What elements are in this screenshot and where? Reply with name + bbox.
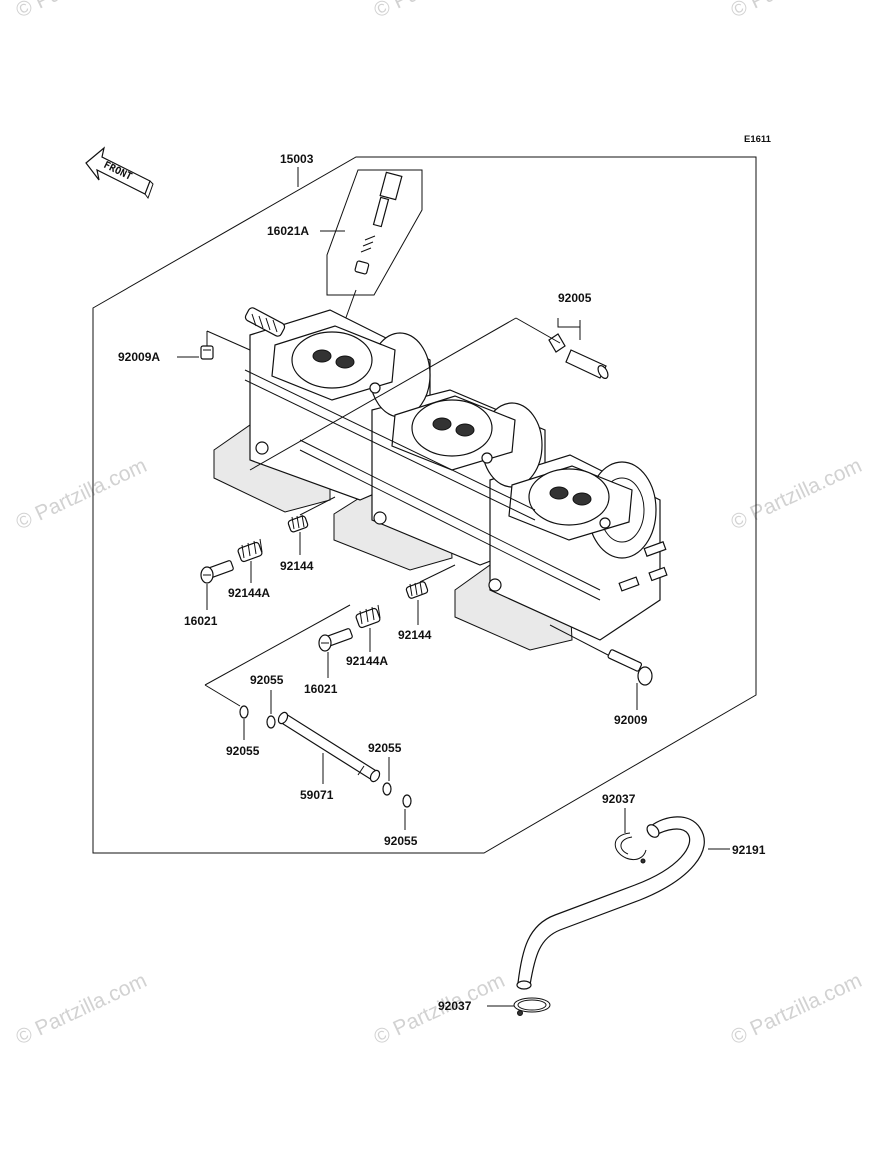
label-screw-top: 92009A bbox=[118, 350, 160, 364]
label-carb-cap: 92005 bbox=[558, 291, 592, 305]
screw-part bbox=[200, 560, 234, 584]
label-spring-2: 92144 bbox=[398, 628, 432, 642]
oring-part bbox=[382, 782, 392, 796]
watermark: © Partzilla.com bbox=[727, 0, 865, 23]
screw-part bbox=[318, 628, 353, 652]
spring-part bbox=[287, 514, 309, 533]
label-pilot-screw-set: 16021A bbox=[267, 224, 309, 238]
carburetor-assembly bbox=[213, 307, 668, 651]
carb-top-cap bbox=[391, 395, 516, 471]
oring-part bbox=[266, 715, 276, 729]
leader bbox=[549, 624, 609, 656]
clamp-part bbox=[614, 832, 647, 864]
label-oring-right-bottom: 92055 bbox=[384, 834, 418, 848]
label-oring-right-top: 92055 bbox=[368, 741, 402, 755]
watermark: © Partzilla.com bbox=[370, 0, 508, 23]
label-assembly: 15003 bbox=[280, 152, 314, 166]
leader bbox=[249, 317, 517, 471]
front-arrow-icon: FRONT bbox=[85, 146, 154, 200]
label-spring-1: 92144 bbox=[280, 559, 314, 573]
label-screw-2: 16021 bbox=[304, 682, 338, 696]
hose-part bbox=[516, 816, 705, 990]
screw-part bbox=[200, 345, 214, 360]
label-screw-1: 16021 bbox=[184, 614, 218, 628]
label-clamp-bottom: 92037 bbox=[438, 999, 472, 1013]
carb-top-cap bbox=[271, 325, 396, 401]
label-clamp-top: 92037 bbox=[602, 792, 636, 806]
watermark: © Partzilla.com bbox=[12, 969, 150, 1050]
spring-a-part bbox=[355, 604, 381, 629]
label-oring-top: 92055 bbox=[250, 673, 284, 687]
leader bbox=[557, 318, 581, 340]
oring-part bbox=[239, 705, 249, 719]
label-bolt: 92009 bbox=[614, 713, 648, 727]
carb-cap-part bbox=[548, 333, 609, 379]
bolt-part bbox=[607, 649, 653, 686]
label-oring-left: 92055 bbox=[226, 744, 260, 758]
leader bbox=[515, 317, 561, 344]
pipe-part bbox=[277, 711, 381, 783]
diagram-code: E1611 bbox=[744, 134, 772, 145]
leader bbox=[419, 564, 456, 583]
watermark: © Partzilla.com bbox=[12, 454, 150, 535]
spring-a-part bbox=[237, 538, 263, 563]
leader bbox=[206, 330, 251, 351]
watermark: © Partzilla.com bbox=[12, 0, 150, 23]
label-hose: 92191 bbox=[732, 843, 766, 857]
pilot-screw-box bbox=[326, 169, 423, 296]
pilot-screw-part bbox=[354, 171, 403, 275]
assembly-outline bbox=[92, 156, 757, 854]
clamp-part bbox=[513, 997, 551, 1016]
leader bbox=[204, 684, 241, 707]
watermark: © Partzilla.com bbox=[727, 454, 865, 535]
oring-part bbox=[402, 794, 412, 808]
label-spring-a-2: 92144A bbox=[346, 654, 388, 668]
watermark: © Partzilla.com bbox=[727, 969, 865, 1050]
leader bbox=[204, 604, 351, 686]
label-spring-a-1: 92144A bbox=[228, 586, 270, 600]
leader bbox=[299, 496, 336, 516]
label-pipe: 59071 bbox=[300, 788, 334, 802]
spring-part bbox=[405, 581, 429, 599]
